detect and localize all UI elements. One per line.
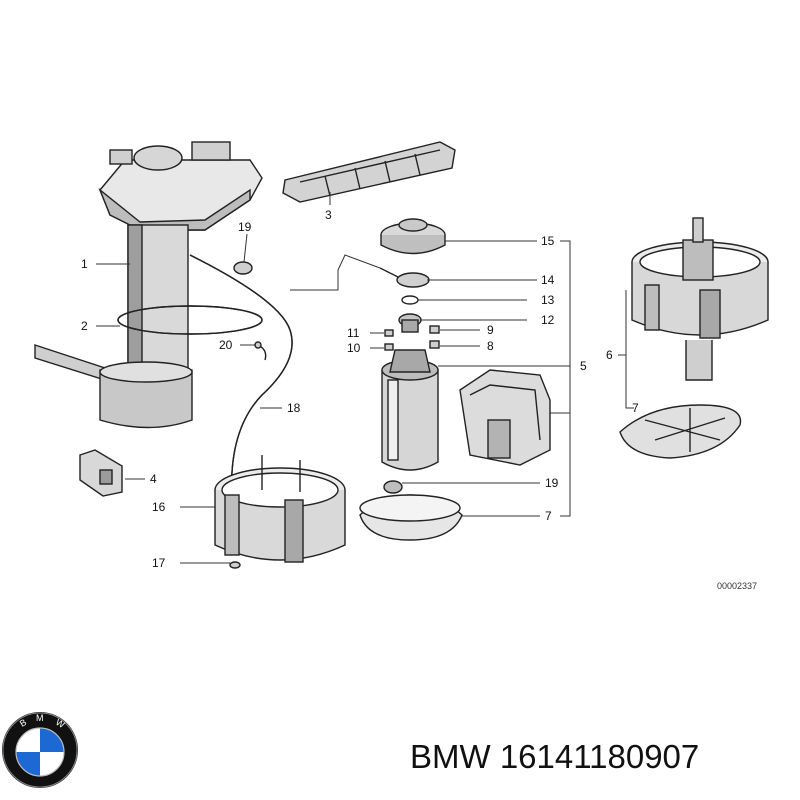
- svg-text:B: B: [18, 717, 28, 729]
- part-1-housing: [34, 141, 263, 429]
- callout-7-center: 7: [545, 509, 552, 523]
- part-10-washer: [384, 343, 394, 351]
- part-19-clamp-lower: [383, 480, 403, 494]
- part-20-wire: [254, 341, 267, 361]
- part-8-nut: [429, 340, 440, 349]
- callout-19-upper: 19: [238, 220, 252, 234]
- part-2-seal-ring: [117, 305, 263, 335]
- callout-9: 9: [487, 323, 494, 337]
- callout-6: 6: [606, 348, 613, 362]
- callout-11: 11: [347, 326, 360, 340]
- part-11-washer: [384, 329, 394, 337]
- bmw-roundel-logo: B M W: [2, 712, 78, 788]
- leader-lines: [96, 192, 634, 564]
- svg-text:M: M: [36, 713, 44, 723]
- part-caption: BMW 16141180907: [410, 738, 699, 776]
- part-13-o-ring: [401, 295, 419, 305]
- callout-3: 3: [325, 208, 332, 222]
- part-9-nut: [429, 325, 440, 334]
- drawing-number: 00002337: [717, 581, 757, 591]
- part-4-clip: [79, 449, 123, 497]
- callout-19-lower: 19: [545, 476, 559, 490]
- callout-1: 1: [81, 257, 88, 271]
- part-7-strainer-center: [359, 494, 463, 541]
- part-bracket-center: [459, 369, 551, 466]
- callout-7-right: 7: [632, 401, 639, 415]
- part-14-connector: [379, 267, 430, 288]
- caption-part-number: 16141180907: [499, 738, 700, 775]
- part-7-strainer-right: [619, 404, 742, 459]
- callout-13: 13: [541, 293, 555, 307]
- callout-labels: 1 2 3 4 5 6 7 7 8 9 10 11 12 13 14 15 16…: [81, 208, 639, 570]
- part-16-bracket-left: [214, 455, 346, 563]
- callout-10: 10: [347, 341, 361, 355]
- part-5-fuel-pump: [381, 349, 439, 471]
- part-18-hose: [189, 254, 293, 501]
- part-12-pump-outlet: [398, 313, 422, 333]
- callout-8: 8: [487, 339, 494, 353]
- callout-12: 12: [541, 313, 555, 327]
- callout-16: 16: [152, 500, 166, 514]
- callout-14: 14: [541, 273, 555, 287]
- callout-17: 17: [152, 556, 166, 570]
- callout-2: 2: [81, 319, 88, 333]
- callout-20: 20: [219, 338, 233, 352]
- part-17-washer: [229, 561, 241, 569]
- caption-brand: BMW: [410, 738, 491, 775]
- callout-18: 18: [287, 401, 301, 415]
- callout-15: 15: [541, 234, 555, 248]
- part-6-pump-assembly: [631, 217, 769, 381]
- part-3-cover: [282, 141, 456, 203]
- callout-5: 5: [580, 359, 587, 373]
- part-15-pressure-regulator: [380, 218, 446, 255]
- callout-4: 4: [150, 472, 157, 486]
- part-19-clamp-upper: [233, 261, 253, 275]
